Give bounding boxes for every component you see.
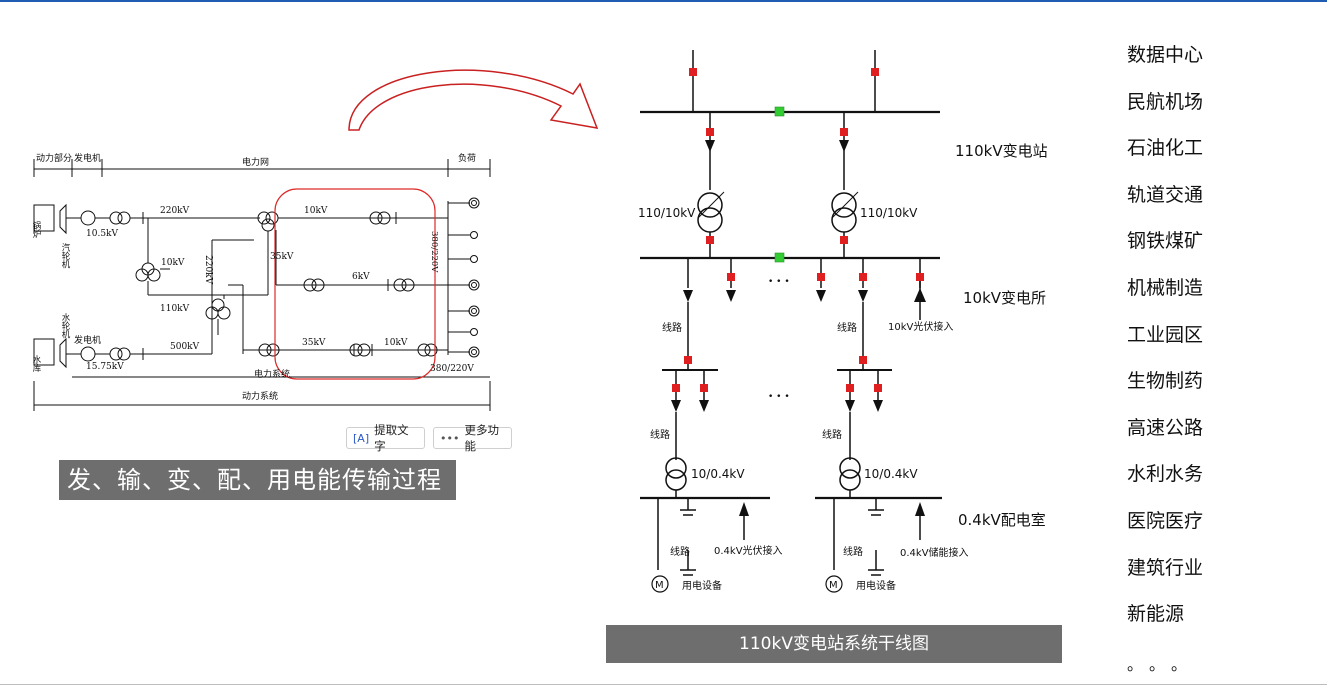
generator-label: 发电机 (74, 334, 101, 346)
ellipsis-lower: • • • (768, 392, 790, 402)
transformer-left-label: 110/10kV (638, 206, 696, 220)
ellipsis-upper: • • • (768, 277, 790, 287)
pv-04kv-label: 0.4kV光伏接入 (714, 544, 783, 557)
tr-04-right-label: 10/0.4kV (864, 467, 918, 481)
load-right-label: 用电设备 (856, 579, 896, 592)
pv-10kv-label: 10kV光伏接入 (888, 320, 953, 333)
curved-arrow-icon (348, 69, 599, 131)
list-item: 工业园区 (1127, 323, 1204, 346)
station-110-label: 110kV变电站 (955, 142, 1048, 160)
dynamic-system-label: 动力系统 (242, 390, 278, 402)
storage-04kv-label: 0.4kV储能接入 (900, 546, 969, 559)
list-ellipsis: 。。。 (1127, 655, 1202, 674)
text-recognition-icon: [A] (353, 431, 370, 445)
power-system-label: 电力系统 (254, 368, 290, 380)
breakers (672, 68, 924, 392)
bottom-border (0, 684, 1327, 685)
motor-symbol-right: M (829, 580, 838, 591)
extract-text-button[interactable]: [A] 提取文字 (346, 423, 425, 453)
list-item: 医院医疗 (1127, 509, 1204, 532)
kv-10-b-label: 10kV (304, 206, 328, 216)
list-item: 民航机场 (1127, 90, 1204, 113)
transformer-right-label: 110/10kV (860, 206, 918, 220)
kv-220-line-label: 220kV (160, 206, 190, 216)
list-item: 钢铁煤矿 (1127, 230, 1204, 253)
kv-110-label: 110kV (160, 304, 190, 314)
list-item: 石油化工 (1127, 137, 1204, 160)
motor-symbol-left: M (655, 580, 664, 591)
list-item: 建筑行业 (1127, 556, 1204, 579)
kv-6-label: 6kV (352, 272, 370, 282)
power-transmission-diagram: 动力部分 发电机 电力网 负荷 锅炉 汽轮机 水轮机 水库 发电机 220kV … (31, 152, 491, 411)
kv-10-c-label: 10kV (384, 338, 408, 348)
line-label-3: 线路 (650, 428, 670, 441)
header-generator: 发电机 (74, 152, 101, 164)
kv-220-vert-label: 220kV (203, 255, 213, 285)
line-label-6: 线路 (843, 545, 863, 558)
tr-04-left-label: 10/0.4kV (691, 467, 745, 481)
list-item: 生物制药 (1127, 370, 1204, 393)
room-04-label: 0.4kV配电室 (958, 511, 1046, 529)
kv-35-a-label: 35kV (270, 252, 294, 262)
list-item: 新能源 (1127, 603, 1185, 626)
line-label-4: 线路 (822, 428, 842, 441)
water-turbine-label: 水轮机 (60, 312, 70, 339)
more-features-label: 更多功能 (464, 423, 499, 453)
header-power-part: 动力部分 (36, 152, 72, 164)
line-label-2: 线路 (837, 321, 857, 334)
substation-caption: 110kV变电站系统干线图 (606, 625, 1062, 663)
list-item: 数据中心 (1127, 44, 1204, 66)
turbine-label: 汽轮机 (60, 242, 70, 269)
more-features-button[interactable]: ••• 更多功能 (433, 423, 512, 453)
list-item: 高速公路 (1127, 416, 1204, 439)
header-power-grid: 电力网 (242, 156, 269, 168)
industry-list: 数据中心 民航机场 石油化工 轨道交通 钢铁煤矿 机械制造 工业园区 生物制药 … (1127, 40, 1203, 646)
line-label-1: 线路 (662, 321, 682, 334)
line-label-5: 线路 (670, 545, 690, 558)
extract-text-label: 提取文字 (374, 423, 409, 453)
boiler-label: 锅炉 (31, 220, 41, 239)
load-left-label: 用电设备 (682, 579, 722, 592)
kv-10-5-label: 10.5kV (86, 229, 118, 239)
list-item: 机械制造 (1127, 276, 1204, 299)
header-load: 负荷 (458, 152, 476, 164)
kv-10-a-label: 10kV (161, 258, 185, 268)
kv-380-220-vert-label: 380/220V (429, 231, 439, 273)
more-dots-icon: ••• (440, 431, 460, 445)
station-10-label: 10kV变电所 (963, 289, 1046, 307)
list-item: 水利水务 (1127, 463, 1204, 486)
list-item: 轨道交通 (1127, 183, 1204, 206)
kv-15-75-label: 15.75kV (86, 362, 124, 372)
kv-380-220-label: 380/220V (430, 364, 474, 374)
reservoir-label: 水库 (31, 354, 41, 373)
process-caption: 发、输、变、配、用电能传输过程 (59, 460, 456, 500)
top-border (0, 0, 1327, 2)
kv-35-b-label: 35kV (302, 338, 326, 348)
substation-one-line-diagram: 110kV变电站 10kV变电所 0.4kV配电室 110/10kV 110/1… (638, 50, 1048, 593)
kv-500-label: 500kV (170, 342, 200, 352)
